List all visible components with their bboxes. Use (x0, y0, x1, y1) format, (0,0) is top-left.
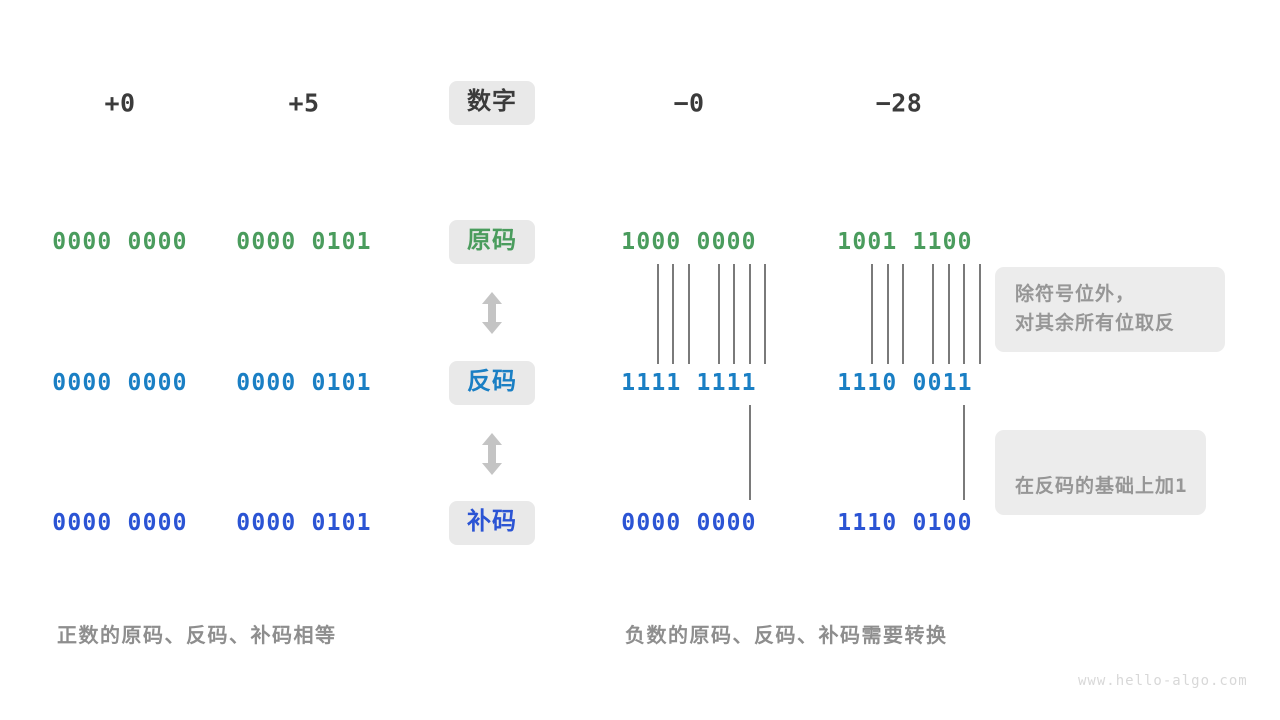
bit-connector (672, 264, 674, 364)
twos-complement-neg-zero: 0000 0000 (621, 510, 757, 536)
bit-connector (948, 264, 950, 364)
ones-complement-pos-zero: 0000 0000 (52, 370, 188, 396)
row-label-true-code: 原码 (449, 220, 535, 264)
bit-connector (932, 264, 934, 364)
note-add-one-value: 1 (1175, 475, 1187, 498)
header-value-neg-zero: −0 (673, 88, 705, 118)
note-add-one: 在反码的基础上加1 (995, 430, 1207, 515)
bit-connector (657, 264, 659, 364)
true-code-neg-28: 1001 1100 (837, 229, 973, 255)
carry-connector (963, 405, 965, 500)
true-code-neg-zero: 1000 0000 (621, 229, 757, 255)
watermark: www.hello-algo.com (1078, 673, 1248, 689)
bit-connector (887, 264, 889, 364)
caption-positive: 正数的原码、反码、补码相等 (57, 625, 337, 647)
bit-connector (749, 264, 751, 364)
header-value-neg-28: −28 (875, 88, 923, 118)
twos-complement-pos-five: 0000 0101 (236, 510, 372, 536)
bit-connector (718, 264, 720, 364)
up-down-arrow-icon-true-to-ones (480, 291, 504, 335)
true-code-pos-zero: 0000 0000 (52, 229, 188, 255)
bit-connector (902, 264, 904, 364)
header-value-pos-zero: +0 (104, 88, 136, 118)
row-label-number: 数字 (449, 81, 535, 125)
true-code-pos-five: 0000 0101 (236, 229, 372, 255)
up-down-arrow-icon-ones-to-twos (480, 432, 504, 476)
row-label-ones-complement: 反码 (449, 361, 535, 405)
note-invert-bits: 除符号位外， 对其余所有位取反 (995, 267, 1225, 352)
caption-negative: 负数的原码、反码、补码需要转换 (625, 625, 948, 647)
ones-complement-neg-zero: 1111 1111 (621, 370, 757, 396)
bit-connector (688, 264, 690, 364)
note-add-one-text: 在反码的基础上加 (1015, 476, 1176, 498)
twos-complement-neg-28: 1110 0100 (837, 510, 973, 536)
twos-complement-pos-zero: 0000 0000 (52, 510, 188, 536)
bit-connector (733, 264, 735, 364)
row-label-twos-complement: 补码 (449, 501, 535, 545)
ones-complement-neg-28: 1110 0011 (837, 370, 973, 396)
header-value-pos-five: +5 (288, 88, 320, 118)
bit-connector (764, 264, 766, 364)
ones-complement-pos-five: 0000 0101 (236, 370, 372, 396)
bit-connector (871, 264, 873, 364)
bit-connector (979, 264, 981, 364)
carry-connector (749, 405, 751, 500)
bit-connector (963, 264, 965, 364)
